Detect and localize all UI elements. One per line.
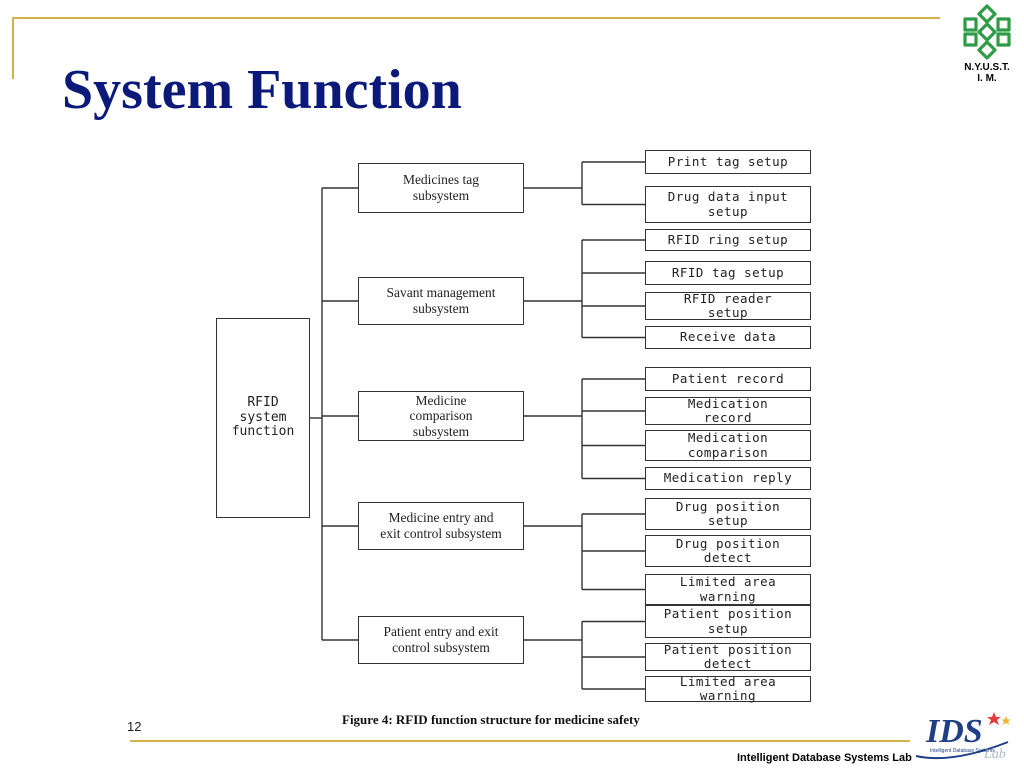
subsystem-node-line: Medicine bbox=[415, 392, 467, 408]
subsystem-node-line: Medicine entry and bbox=[388, 510, 494, 526]
function-node-line: Patient record bbox=[671, 370, 785, 386]
function-node-line: setup bbox=[707, 203, 749, 219]
function-node-line: Limited area bbox=[679, 574, 777, 590]
ids-lab-logo-tagline: Intelligent Database Systems bbox=[930, 748, 995, 754]
frame-bottom-rule bbox=[130, 740, 910, 742]
frame-left-rule bbox=[12, 17, 14, 79]
frame-top-rule bbox=[12, 17, 940, 19]
function-node: Print tag setup bbox=[645, 150, 811, 174]
function-node-line: setup bbox=[707, 305, 749, 320]
function-node-line: RFID ring setup bbox=[667, 231, 789, 247]
function-node-line: record bbox=[703, 410, 753, 425]
function-node-line: Patient position bbox=[663, 641, 793, 657]
function-node: RFID tag setup bbox=[645, 261, 811, 285]
function-node: RFID ring setup bbox=[645, 229, 811, 251]
function-node-line: Medication bbox=[687, 395, 769, 411]
function-node-line: Drug position bbox=[675, 535, 781, 551]
function-node-line: Receive data bbox=[679, 329, 777, 345]
function-node-line: warning bbox=[699, 688, 757, 703]
function-node-line: comparison bbox=[687, 444, 769, 460]
figure-caption: Figure 4: RFID function structure for me… bbox=[342, 712, 640, 727]
root-node-line: function bbox=[231, 424, 295, 440]
root-node-line: RFID bbox=[247, 394, 279, 410]
subsystem-node-line: Savant management bbox=[386, 285, 496, 301]
function-node-line: Print tag setup bbox=[667, 153, 789, 169]
function-node-line: setup bbox=[707, 620, 749, 636]
ids-lab-logo-script: Lab bbox=[983, 747, 1006, 762]
page-number: 12 bbox=[127, 719, 142, 734]
function-node: Medication reply bbox=[645, 467, 811, 490]
logo-text-line2: I. M. bbox=[977, 73, 997, 84]
function-node-line: Limited area bbox=[679, 673, 777, 689]
nyust-emblem-icon bbox=[963, 4, 1011, 60]
function-node-line: RFID tag setup bbox=[671, 264, 785, 280]
function-node-line: detect bbox=[703, 656, 753, 671]
function-node-line: Patient position bbox=[663, 606, 793, 622]
diagram-connectors bbox=[310, 161, 645, 690]
function-node: Receive data bbox=[645, 326, 811, 349]
nyust-logo: N.Y.U.S.T. I. M. bbox=[952, 2, 1022, 92]
subsystem-node-line: Patient entry and exit bbox=[383, 624, 499, 640]
function-node-line: Drug position bbox=[675, 498, 781, 514]
subsystem-node-line: control subsystem bbox=[392, 640, 490, 655]
ids-lab-logo-icon: IDS Lab Intelligent Database Systems bbox=[915, 712, 1011, 762]
ids-lab-logo-letters: IDS bbox=[925, 713, 983, 750]
subsystem-node-line: subsystem bbox=[412, 301, 470, 316]
function-node-line: Medication reply bbox=[663, 470, 793, 486]
logo-text-line1: N.Y.U.S.T. bbox=[964, 62, 1010, 73]
root-node-line: system bbox=[239, 409, 287, 425]
subsystem-node-line: subsystem bbox=[412, 188, 470, 203]
function-node: Patient record bbox=[645, 367, 811, 391]
lab-name: Intelligent Database Systems Lab bbox=[737, 752, 912, 764]
function-node-line: RFID reader bbox=[683, 290, 773, 306]
subsystem-node-line: exit control subsystem bbox=[380, 526, 502, 541]
function-node-line: detect bbox=[703, 550, 753, 565]
subsystem-node-line: Medicines tag bbox=[402, 172, 480, 188]
function-node-line: setup bbox=[707, 513, 749, 528]
function-node-line: warning bbox=[699, 588, 757, 604]
function-node-line: Drug data input bbox=[667, 189, 789, 205]
subsystem-node-line: subsystem bbox=[412, 423, 470, 439]
subsystem-node-line: comparison bbox=[409, 408, 473, 424]
slide-title: System Function bbox=[62, 59, 462, 121]
function-node-line: Medication bbox=[687, 430, 769, 446]
